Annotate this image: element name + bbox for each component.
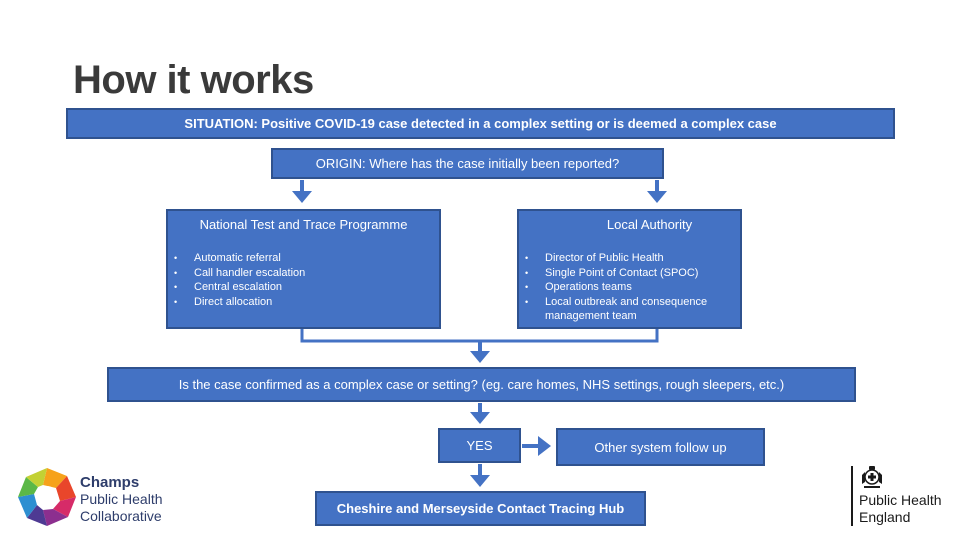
arrow-origin-to-la-head — [647, 191, 667, 203]
champs-logo-line3: Collaborative — [80, 508, 162, 524]
champs-logo-icon — [18, 468, 76, 526]
situation-box: SITUATION: Positive COVID-19 case detect… — [66, 108, 895, 139]
arrow-origin-to-ntp-head — [292, 191, 312, 203]
list-item: Operations teams — [523, 280, 728, 295]
list-item: Director of Public Health — [523, 251, 728, 266]
phe-logo-line1: Public Health — [859, 492, 942, 508]
arrow-yes-to-other-head — [538, 436, 551, 456]
list-item: Local outbreak and consequence managemen… — [523, 295, 728, 324]
ntp-list: Automatic referral Call handler escalati… — [172, 251, 432, 309]
phe-logo-line2: England — [859, 509, 911, 525]
champs-logo-text: Champs Public Health Collaborative — [80, 474, 163, 525]
page-title: How it works — [73, 58, 314, 102]
complex-case-question-box: Is the case confirmed as a complex case … — [107, 367, 856, 402]
royal-crest-icon — [862, 466, 882, 488]
champs-logo-line2: Public Health — [80, 491, 163, 507]
arrow-yes-to-hub-head — [470, 475, 490, 487]
la-heading: Local Authority — [606, 217, 693, 232]
contact-tracing-hub-box: Cheshire and Merseyside Contact Tracing … — [315, 491, 646, 526]
merge-connector — [300, 329, 659, 343]
yes-box: YES — [438, 428, 521, 463]
champs-logo-line1: Champs — [80, 474, 140, 491]
origin-box: ORIGIN: Where has the case initially bee… — [271, 148, 664, 179]
list-item: Automatic referral — [172, 251, 432, 266]
list-item: Central escalation — [172, 280, 432, 295]
list-item: Direct allocation — [172, 295, 432, 310]
arrow-merge-to-question-head — [470, 351, 490, 363]
ntp-heading: National Test and Trace Programme — [199, 217, 408, 232]
la-list: Director of Public Health Single Point o… — [523, 251, 728, 324]
phe-logo-rule — [851, 466, 853, 526]
list-item: Call handler escalation — [172, 266, 432, 281]
arrow-question-to-yes-head — [470, 412, 490, 424]
list-item: Single Point of Contact (SPOC) — [523, 266, 728, 281]
phe-logo-text: Public Health England — [859, 492, 942, 526]
other-system-follow-up-box: Other system follow up — [556, 428, 765, 466]
national-test-trace-box: National Test and Trace Programme Automa… — [166, 209, 441, 329]
local-authority-box: Local Authority Director of Public Healt… — [517, 209, 742, 329]
